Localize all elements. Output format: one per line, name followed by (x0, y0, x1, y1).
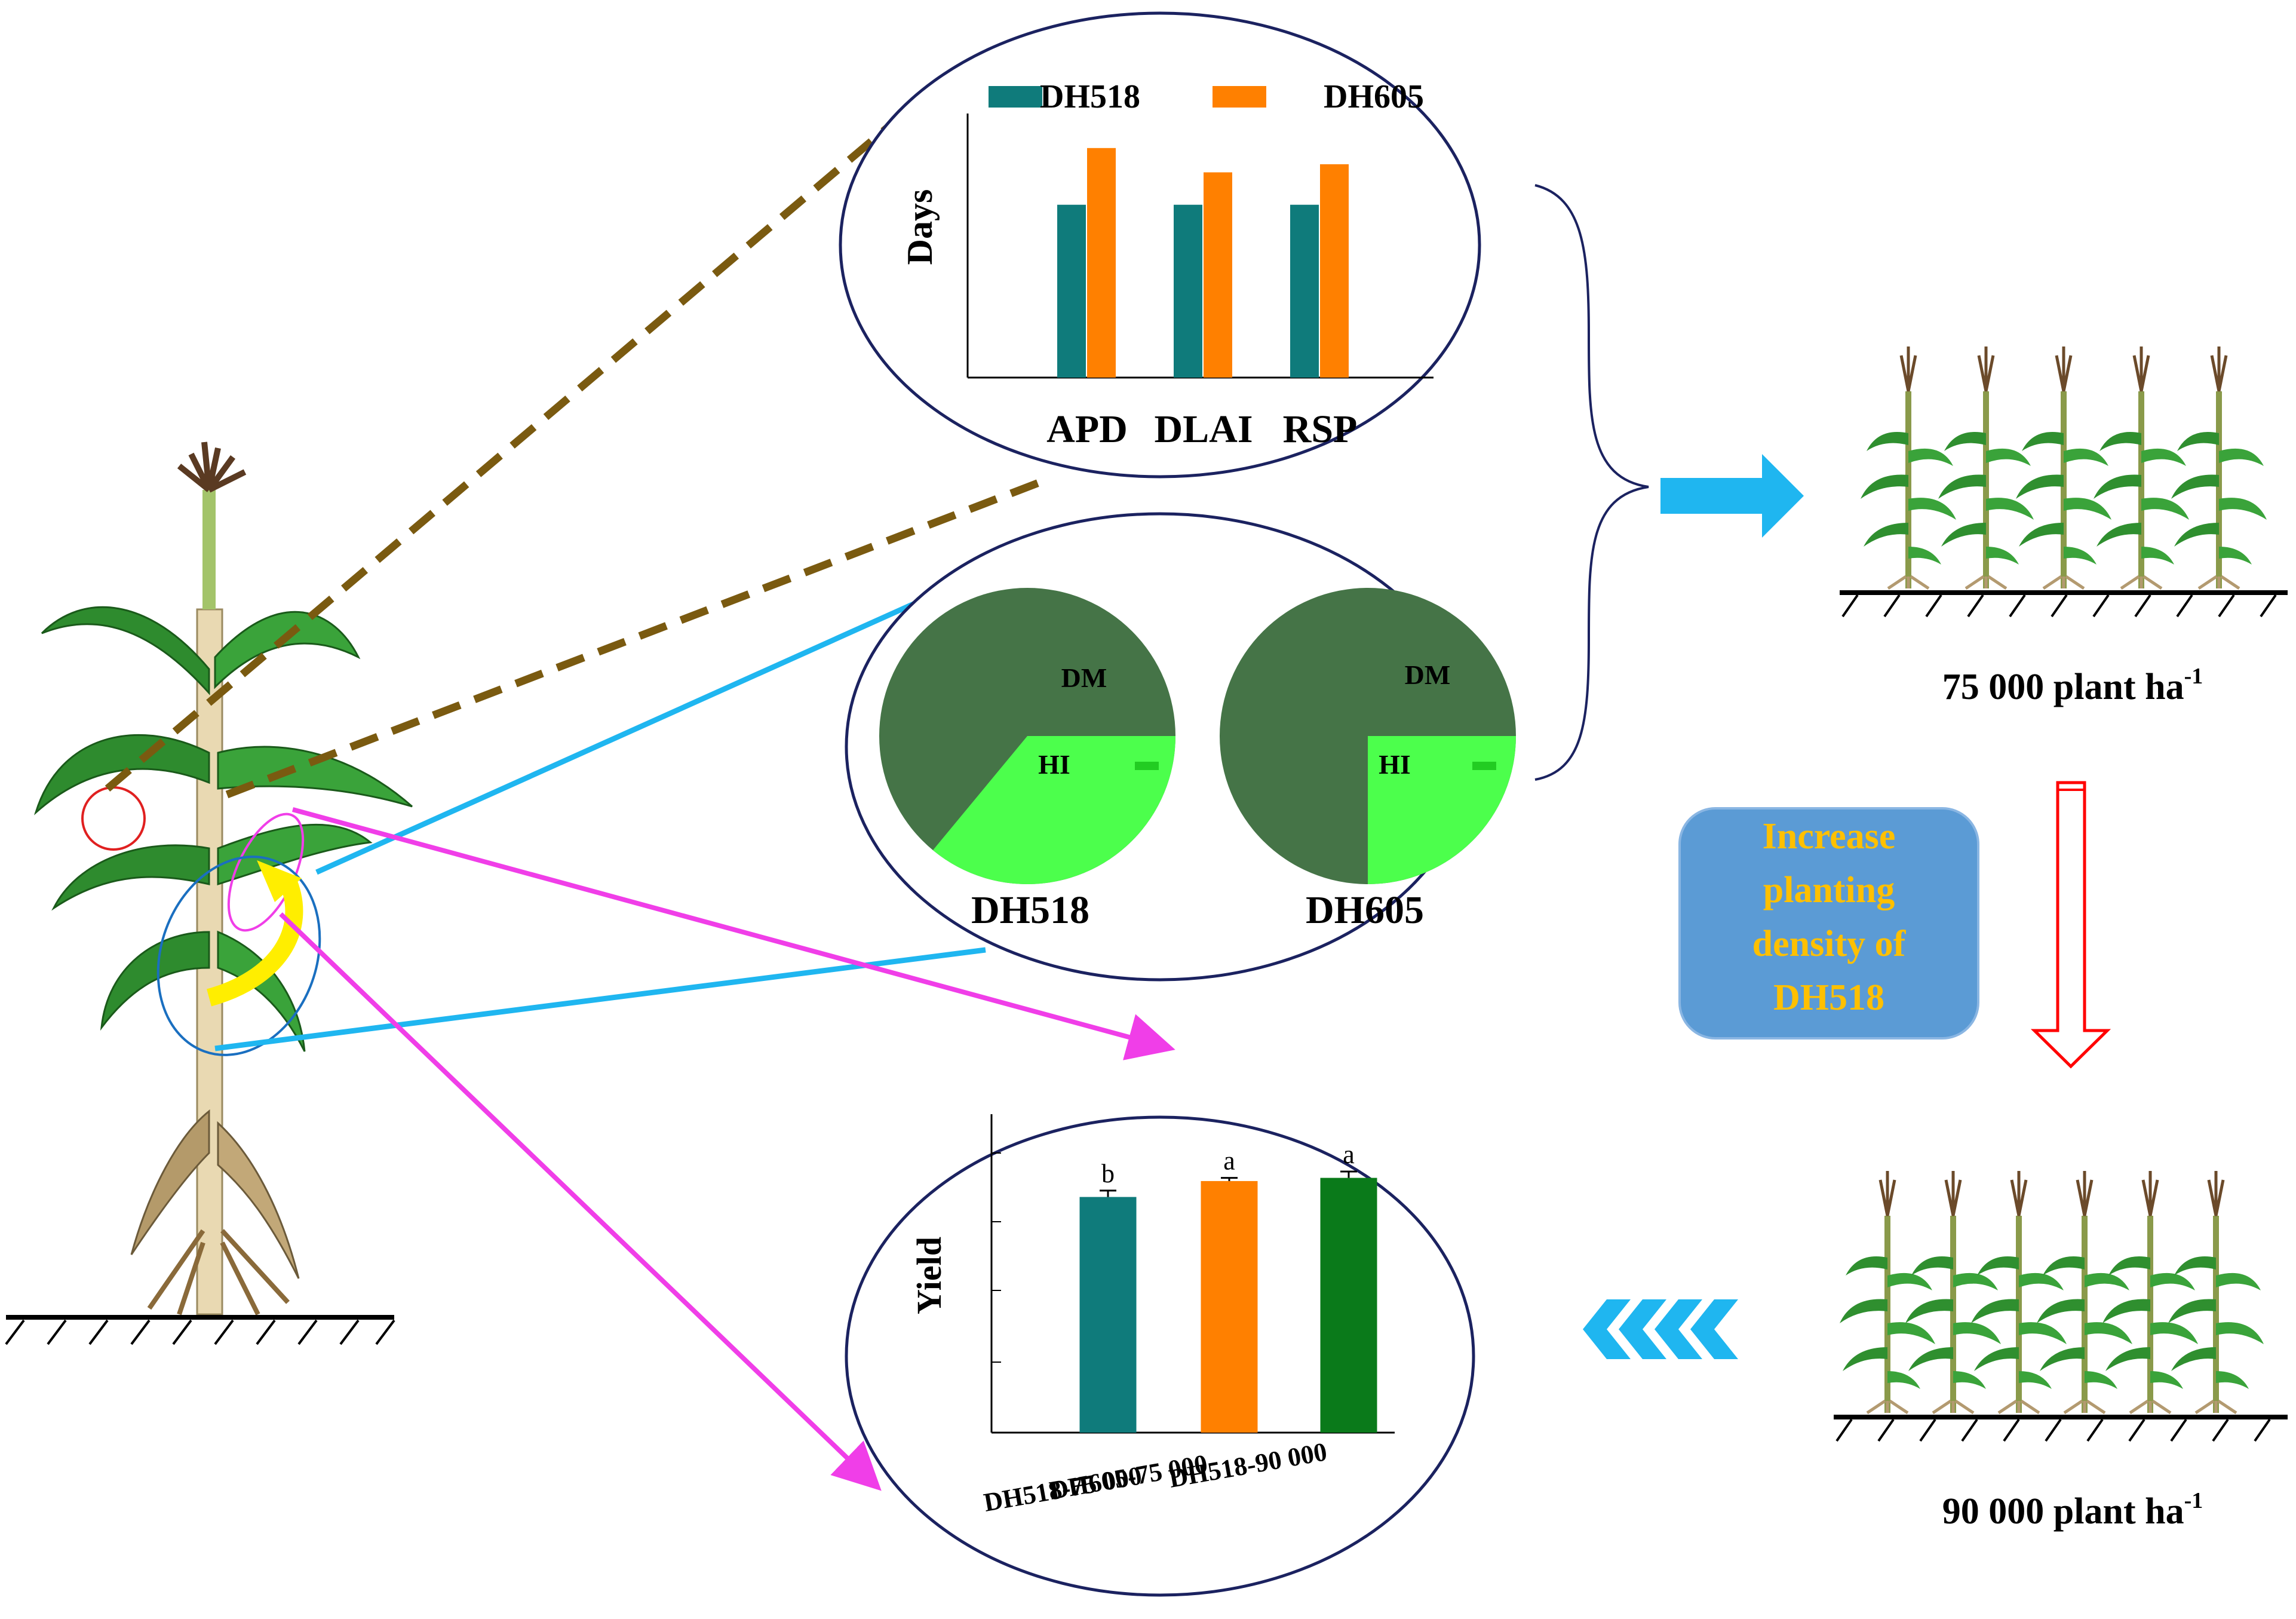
top-chart-ylabel: Days (900, 189, 940, 265)
category-label-dlai: DLAI (1154, 407, 1253, 451)
blue-chevron-arrows (1583, 1299, 1738, 1359)
stem-highlight-ellipse-blue (156, 856, 321, 1056)
category-label-rsp: RSP (1283, 407, 1358, 451)
pie-dh605-mark (1472, 762, 1496, 770)
density-label-75000: 75 000 plant ha-1 (1942, 664, 2203, 707)
bar-apd-dh605 (1087, 148, 1116, 378)
box-line-4: DH518 (1773, 977, 1884, 1018)
bar-apd-dh518 (1057, 204, 1086, 378)
density-label-90000: 90 000 plant ha-1 (1942, 1488, 2203, 1532)
pie-dh518-dm-label: DM (1061, 663, 1107, 693)
pie-slice-hi (932, 736, 1175, 884)
maize-plant-illustration (33, 441, 413, 1316)
box-line-3: density of (1752, 924, 1907, 964)
bar-dlai-dh518 (1174, 204, 1202, 378)
magenta-arrows (279, 807, 1175, 1491)
pie-title-dh518: DH518 (971, 888, 1089, 932)
pie-dh605-dm-label: DM (1405, 660, 1451, 690)
curly-brace (1534, 184, 1649, 781)
yield-significance-1: a (1223, 1146, 1235, 1176)
yield-bar-0 (1079, 1197, 1137, 1433)
bar-rsp-dh605 (1320, 164, 1349, 378)
plant-row-90000 (1840, 1171, 2264, 1413)
top-chart-panel: DH518 DH605 Days APD DLAI RSP (839, 11, 1481, 479)
pie-chart-dh605 (1220, 588, 1516, 884)
legend-label-dh518: DH518 (1040, 78, 1140, 115)
box-line-1: Increase (1763, 816, 1896, 857)
bar-rsp-dh518 (1290, 204, 1319, 378)
legend-swatch-dh605 (1213, 86, 1266, 108)
category-label-apd: APD (1046, 407, 1128, 451)
pie-slice-hi (1368, 736, 1516, 884)
plant-row-75000 (1861, 347, 2267, 588)
ground-right-top (1840, 590, 2288, 618)
brown-dashed-connectors (105, 122, 1053, 799)
yield-chart-ylabel: Yield (910, 1237, 949, 1314)
blue-connectors (214, 591, 986, 1051)
increase-density-box: Increase planting density of DH518 (1678, 807, 1979, 1040)
blue-right-arrow (1660, 454, 1804, 538)
top-chart-bars (1057, 148, 1349, 378)
pie-dh518-mark (1135, 762, 1159, 770)
legend-swatch-dh518 (989, 86, 1042, 108)
yield-bar-2 (1320, 1178, 1377, 1433)
yellow-arrow-head (257, 860, 302, 902)
pie-chart-panel: DM HI DM HI DH518 DH605 (845, 512, 1516, 982)
bar-dlai-dh605 (1204, 172, 1232, 378)
box-line-2: planting (1763, 870, 1895, 910)
pie-dh518-hi-label: HI (1038, 749, 1070, 780)
ground-left (5, 1315, 395, 1345)
yellow-curved-arrow (206, 874, 303, 1007)
yield-bar-1 (1201, 1180, 1258, 1433)
red-down-arrow (2030, 781, 2111, 1069)
yield-significance-0: b (1101, 1159, 1115, 1188)
yield-significance-2: a (1343, 1140, 1355, 1169)
pie-chart-dh518 (879, 588, 1175, 884)
leaf-highlight-circle (81, 786, 146, 851)
legend-label-dh605: DH605 (1324, 78, 1424, 115)
pie-dh605-hi-label: HI (1379, 749, 1411, 780)
ground-right-bottom (1834, 1415, 2288, 1442)
pie-title-dh605: DH605 (1306, 888, 1424, 932)
